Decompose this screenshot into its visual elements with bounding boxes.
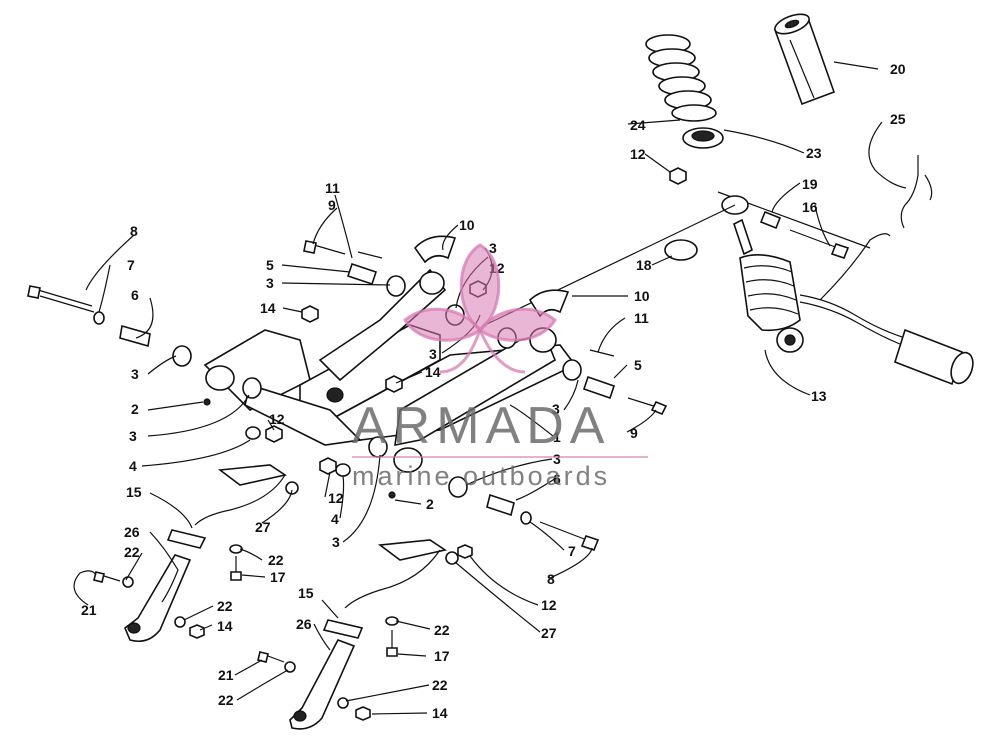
callout-25: 25: [890, 111, 906, 127]
callout-22: 22: [432, 677, 448, 693]
callout-14: 14: [260, 300, 276, 316]
callout-14: 14: [432, 705, 448, 721]
bolt-part: [27, 240, 668, 551]
watermark-tagline: marine outboards: [352, 461, 610, 491]
callout-22: 22: [268, 552, 284, 568]
callout-3: 3: [332, 534, 340, 550]
pin-part: [203, 251, 615, 499]
callout-14: 14: [425, 364, 441, 380]
callout-18: 18: [636, 257, 652, 273]
callout-27: 27: [541, 625, 557, 641]
callout-15: 15: [298, 585, 314, 601]
callout-9: 9: [328, 197, 336, 213]
leader-line: [484, 204, 736, 326]
callout-16: 16: [802, 199, 818, 215]
callout-8: 8: [547, 571, 555, 587]
callout-1: 1: [553, 429, 561, 445]
spring-seat-part: [682, 127, 724, 149]
callout-4: 4: [129, 458, 137, 474]
callout-2: 2: [426, 496, 434, 512]
callout-21: 21: [81, 602, 97, 618]
callout-17: 17: [434, 648, 450, 664]
clip-part: [664, 239, 698, 261]
callout-3: 3: [129, 428, 137, 444]
callout-9: 9: [630, 425, 638, 441]
callout-14: 14: [217, 618, 233, 634]
callout-12: 12: [541, 597, 557, 613]
callout-labels: 11 9 10 3 12 5 3 14 8 7 6 3 2 3 12 4 15 …: [81, 61, 906, 721]
callout-3: 3: [552, 401, 560, 417]
callout-24: 24: [630, 117, 646, 133]
watermark: ARMADA marine outboards: [352, 243, 648, 491]
callout-3: 3: [553, 451, 561, 467]
callout-21: 21: [218, 667, 234, 683]
callout-10: 10: [634, 288, 650, 304]
callout-12: 12: [269, 411, 285, 427]
callout-22: 22: [434, 622, 450, 638]
callout-2: 2: [131, 401, 139, 417]
callout-3: 3: [489, 240, 497, 256]
callout-17: 17: [270, 569, 286, 585]
footrest-part: [124, 464, 448, 730]
callout-22: 22: [217, 598, 233, 614]
callout-12: 12: [328, 490, 344, 506]
nut-part: [669, 167, 687, 185]
callout-12: 12: [630, 146, 646, 162]
callout-10: 10: [459, 217, 475, 233]
spring-part: [645, 34, 717, 122]
bushing-part: [119, 262, 616, 517]
callout-27: 27: [255, 519, 271, 535]
callout-5: 5: [634, 357, 642, 373]
callout-7: 7: [568, 543, 576, 559]
callout-26: 26: [124, 524, 140, 540]
bolt-part: [93, 556, 398, 663]
callout-13: 13: [811, 388, 827, 404]
sensor-part: [900, 155, 933, 229]
callout-11: 11: [634, 310, 649, 326]
boot-part: [773, 13, 836, 106]
watermark-brand: ARMADA: [352, 397, 610, 455]
callout-20: 20: [890, 61, 906, 77]
callout-6: 6: [553, 471, 561, 487]
callout-15: 15: [126, 484, 142, 500]
callout-23: 23: [806, 145, 822, 161]
callout-22: 22: [124, 544, 140, 560]
shock-absorber-part: [717, 191, 974, 386]
callout-3: 3: [266, 275, 274, 291]
callout-4: 4: [331, 511, 339, 527]
callout-26: 26: [296, 616, 312, 632]
callout-22: 22: [218, 692, 234, 708]
callout-11: 11: [325, 180, 340, 196]
callout-5: 5: [266, 257, 274, 273]
callout-19: 19: [802, 176, 818, 192]
callout-3: 3: [429, 346, 437, 362]
callout-3: 3: [131, 366, 139, 382]
callout-7: 7: [127, 257, 135, 273]
callout-6: 6: [131, 287, 139, 303]
brand-logo-icon: [403, 243, 557, 374]
callout-8: 8: [130, 223, 138, 239]
parts-drawing: [27, 13, 974, 730]
